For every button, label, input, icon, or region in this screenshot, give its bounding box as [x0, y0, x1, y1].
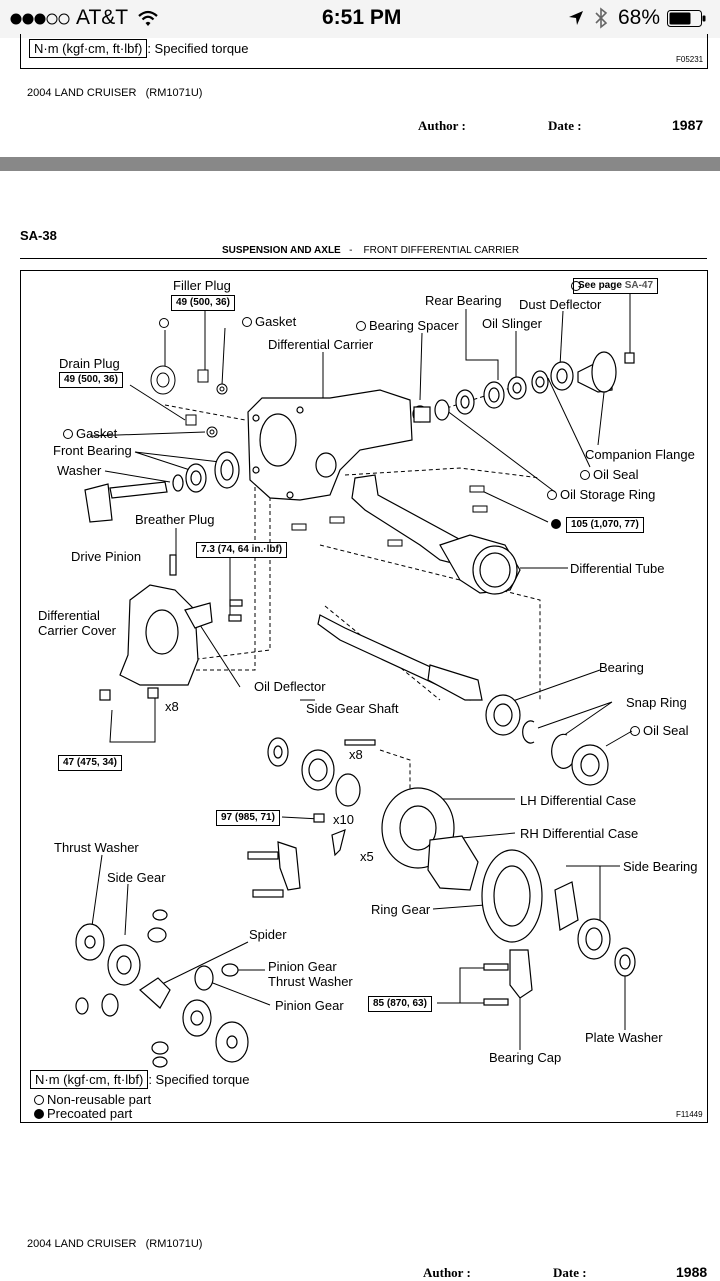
- label-snap-ring: Snap Ring: [626, 695, 687, 710]
- label-oil-slinger: Oil Slinger: [482, 316, 542, 331]
- label-differential-tube: Differential Tube: [570, 561, 665, 576]
- section-code: SA-38: [20, 228, 57, 243]
- label-ring-gear: Ring Gear: [371, 902, 431, 917]
- label-filler-plug: Filler Plug: [173, 278, 231, 293]
- label-oil-storage-ring: Oil Storage Ring: [547, 488, 655, 502]
- previous-footer-model: 2004 LAND CRUISER (RM1071U): [27, 87, 203, 99]
- clock: 6:51 PM: [322, 6, 402, 29]
- torque-flange-nut: 105 (1,070, 77): [566, 517, 644, 533]
- label-front-bearing: Front Bearing: [53, 443, 132, 458]
- page-divider: [0, 157, 720, 171]
- battery-percent: 68%: [618, 6, 661, 29]
- nonreusable-icon: [242, 317, 252, 327]
- label-x8-case: x8: [349, 747, 363, 762]
- label-thrust-washer: Thrust Washer: [54, 840, 139, 855]
- torque-breather: 7.3 (74, 64 in.·lbf): [196, 542, 288, 558]
- label-bearing-spacer: Bearing Spacer: [356, 319, 459, 333]
- label-x8-cover: x8: [165, 699, 179, 714]
- footer-model: 2004 LAND CRUISER (RM1071U): [27, 1238, 203, 1250]
- torque-bearing-cap: 85 (870, 63): [368, 996, 432, 1012]
- nonreusable-icon: [63, 429, 73, 439]
- precoated-icon: [34, 1109, 44, 1119]
- label-plate-washer: Plate Washer: [585, 1030, 663, 1045]
- label-gasket-left: Gasket: [63, 427, 117, 441]
- label-dust-deflector: Dust Deflector: [519, 297, 602, 312]
- label-pinion-thrust-washer-2: Thrust Washer: [268, 974, 353, 989]
- nonreusable-icon: [34, 1095, 44, 1105]
- torque-drain-plug: 49 (500, 36): [59, 372, 123, 388]
- label-differential-carrier: Differential Carrier: [268, 337, 374, 352]
- previous-date-label: Date :: [548, 118, 582, 133]
- nonreusable-icon: [547, 490, 557, 500]
- author-label: Author :: [423, 1265, 471, 1280]
- nonreusable-icon: [571, 281, 581, 291]
- header-rule: [20, 258, 707, 259]
- nonreusable-icon: [356, 321, 366, 331]
- label-side-bearing: Side Bearing: [623, 859, 698, 874]
- previous-page-number: 1987: [672, 117, 704, 133]
- label-drain-plug: Drain Plug: [59, 356, 120, 371]
- label-companion-flange: Companion Flange: [585, 447, 695, 462]
- legend-torque: N·m (kgf·cm, ft·lbf): Specified torque: [30, 1070, 250, 1089]
- label-bearing: Bearing: [599, 660, 644, 675]
- status-bar: AT&T 6:51 PM 68%: [0, 0, 720, 38]
- torque-filler-plug: 49 (500, 36): [171, 295, 235, 311]
- battery-icon: [667, 10, 706, 27]
- label-pinion-thrust-washer-1: Pinion Gear: [268, 959, 337, 974]
- exploded-view-figure: [20, 270, 708, 1123]
- bluetooth-icon: [595, 7, 608, 29]
- nonreusable-icon: [159, 318, 169, 328]
- label-spider: Spider: [249, 927, 287, 942]
- label-rear-bearing: Rear Bearing: [425, 293, 502, 308]
- label-washer: Washer: [57, 463, 102, 478]
- wifi-icon: [138, 10, 158, 26]
- page-header: SUSPENSION AND AXLE - FRONT DIFFERENTIAL…: [222, 245, 520, 256]
- label-x10: x10: [333, 812, 354, 827]
- label-gasket-top: Gasket: [242, 315, 296, 329]
- nonreusable-icon: [630, 726, 640, 736]
- page-number: 1988: [676, 1264, 708, 1280]
- label-side-gear-shaft: Side Gear Shaft: [306, 701, 399, 716]
- carrier-name: AT&T: [76, 6, 129, 29]
- label-oil-seal-top: Oil Seal: [580, 468, 639, 482]
- label-oil-seal-right: Oil Seal: [630, 724, 689, 738]
- precoated-icon: [551, 519, 561, 529]
- label-lh-differential-case: LH Differential Case: [520, 793, 637, 808]
- legend-precoated: Precoated part: [34, 1106, 132, 1121]
- label-oil-deflector: Oil Deflector: [254, 679, 326, 694]
- label-carrier-cover-1: Differential: [38, 608, 100, 623]
- torque-cover-bolts: 47 (475, 34): [58, 755, 122, 771]
- previous-author-label: Author :: [418, 118, 466, 133]
- label-side-gear: Side Gear: [107, 870, 166, 885]
- label-drive-pinion: Drive Pinion: [71, 549, 142, 564]
- location-arrow-icon: [569, 11, 583, 25]
- label-rh-differential-case: RH Differential Case: [520, 826, 639, 841]
- legend-nonreusable: Non-reusable part: [34, 1092, 151, 1107]
- previous-figure-code: F05231: [676, 55, 704, 64]
- nonreusable-icon: [580, 470, 590, 480]
- date-label: Date :: [553, 1265, 587, 1280]
- label-pinion-gear: Pinion Gear: [275, 998, 344, 1013]
- signal-dots-icon: [10, 13, 70, 25]
- label-bearing-cap: Bearing Cap: [489, 1050, 562, 1065]
- label-breather-plug: Breather Plug: [135, 512, 215, 527]
- label-carrier-cover-2: Carrier Cover: [38, 623, 117, 638]
- label-x5: x5: [360, 849, 374, 864]
- previous-figure-frame: [20, 34, 708, 69]
- torque-ring-gear-bolts: 97 (985, 71): [216, 810, 280, 826]
- see-page-box: See page SA-47: [573, 278, 659, 294]
- figure-code: F11449: [676, 1110, 703, 1119]
- previous-torque-legend: N·m (kgf·cm, ft·lbf): Specified torque: [29, 39, 249, 58]
